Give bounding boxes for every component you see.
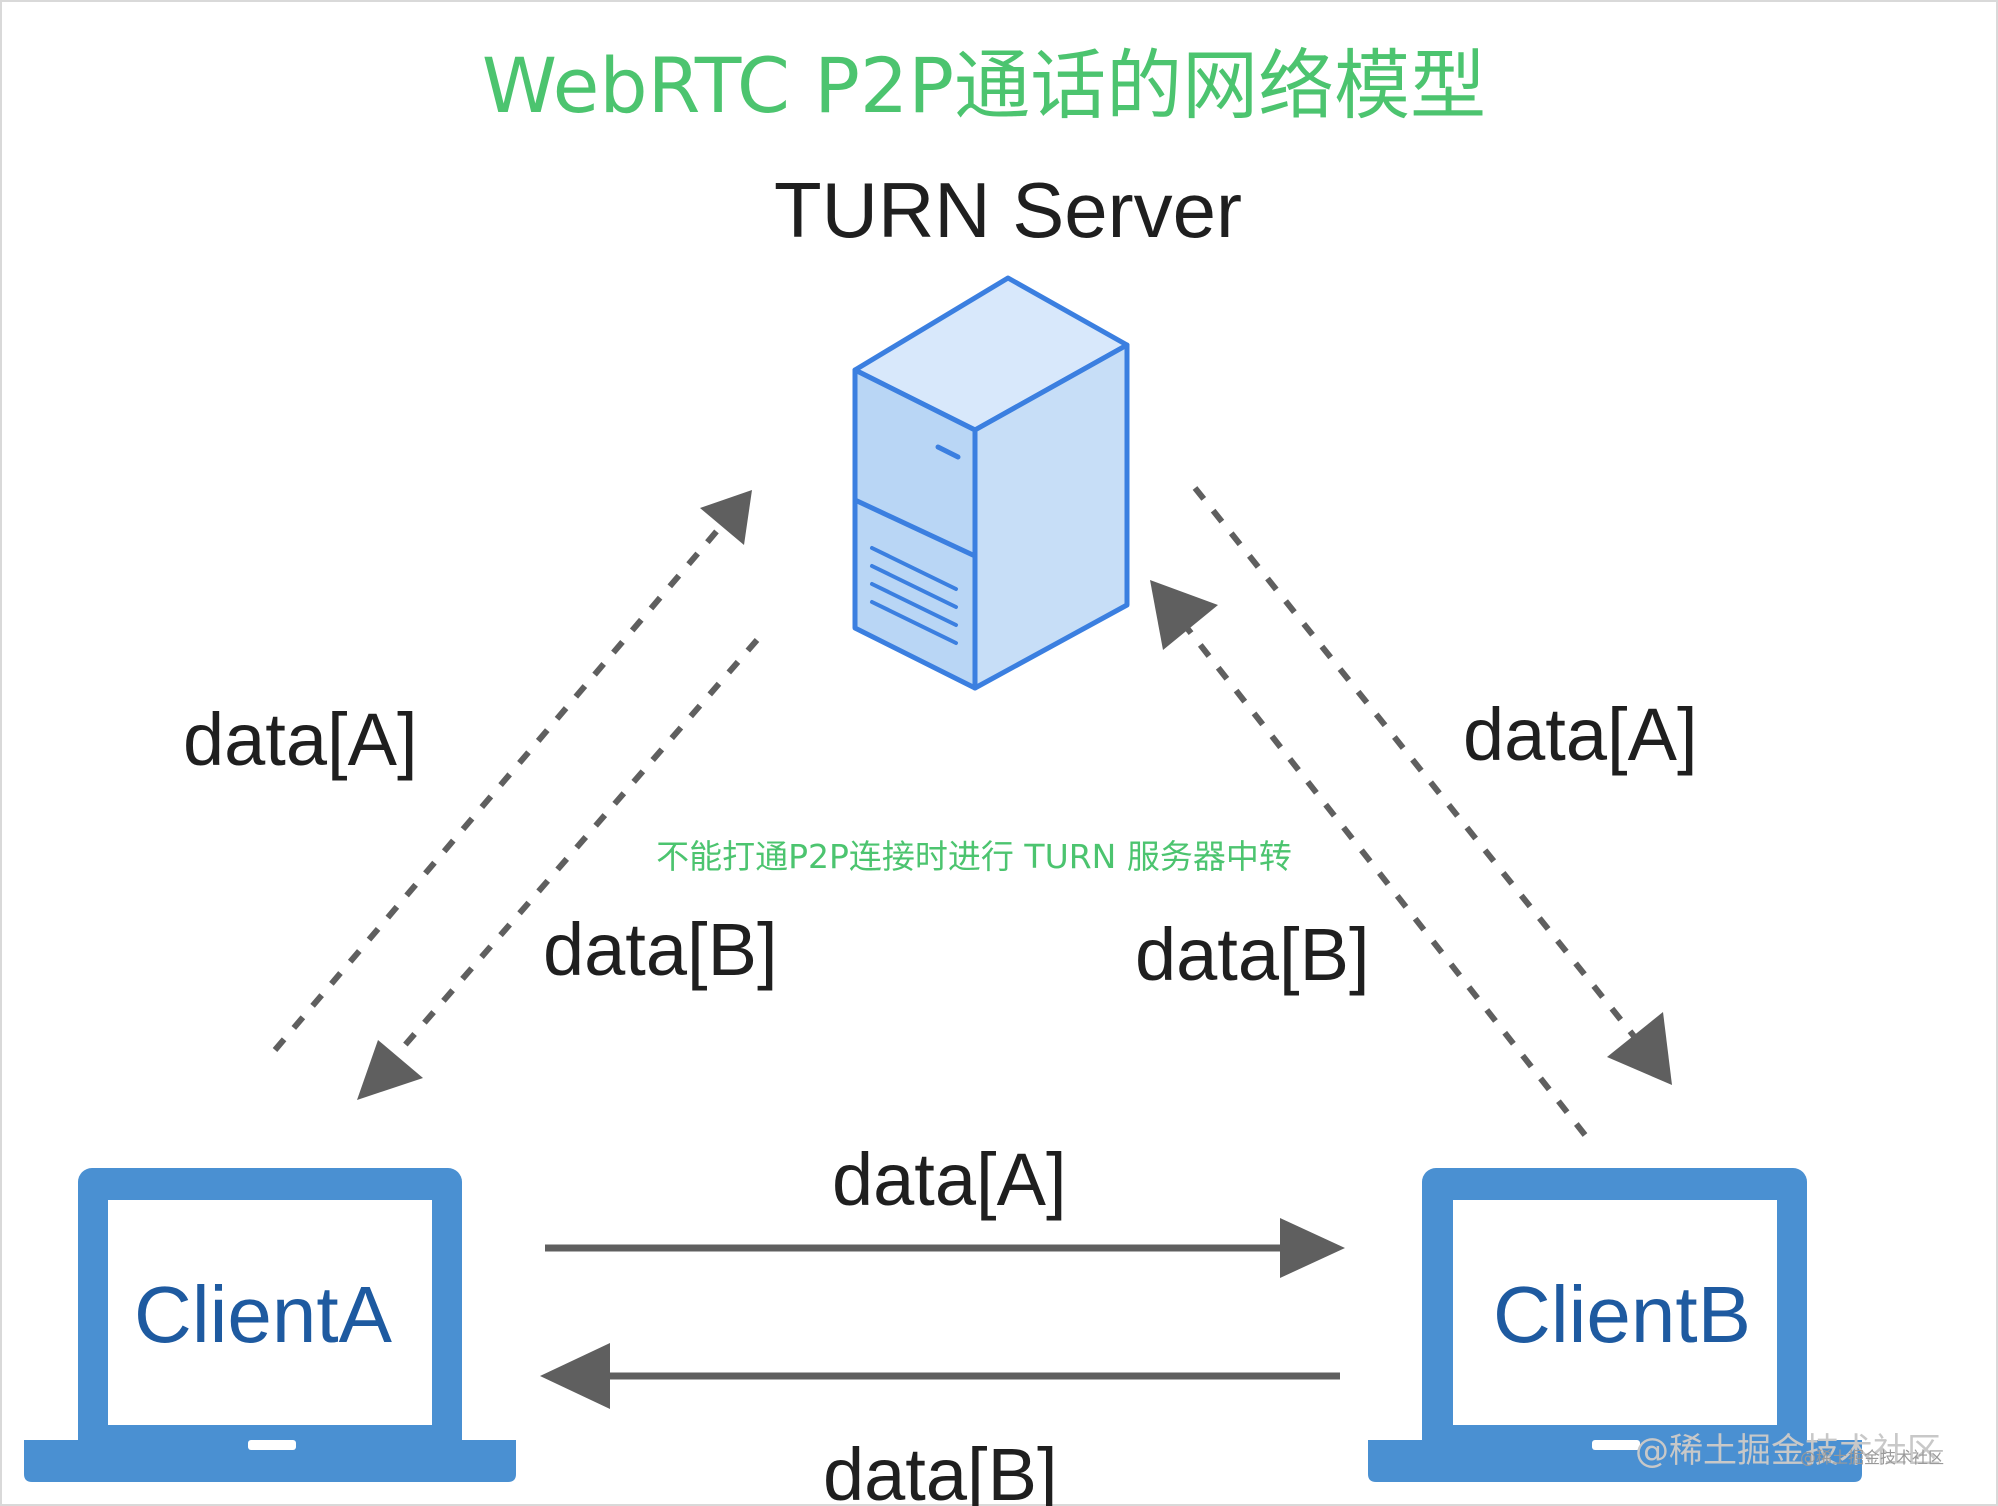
- arrow-client-b-to-server: [1150, 580, 1588, 1137]
- label-server-to-a: data[B]: [543, 908, 778, 991]
- diagram-title: WebRTC P2P通话的网络模型: [482, 41, 1486, 130]
- watermark-main: @稀土掘金技术社区: [1635, 1431, 1941, 1471]
- label-a-to-server: data[A]: [183, 698, 418, 781]
- arrow-client-a-to-server: [272, 490, 752, 1052]
- label-b-to-a: data[B]: [823, 1433, 1058, 1506]
- arrow-client-b-to-client-a: [540, 1343, 1340, 1409]
- server-tower-icon: [852, 275, 1130, 691]
- client-a-laptop-icon: [24, 1168, 516, 1482]
- turn-server-label: TURN Server: [774, 166, 1242, 254]
- watermark-small: @稀土掘金技术社区: [1800, 1448, 1944, 1467]
- relay-note: 不能打通P2P连接时进行 TURN 服务器中转: [656, 837, 1292, 876]
- client-a-label: ClientA: [134, 1270, 393, 1359]
- arrow-server-to-client-b: [1192, 486, 1672, 1085]
- client-b-laptop-icon: [1368, 1168, 1862, 1482]
- arrow-client-a-to-client-b: [545, 1218, 1345, 1278]
- label-a-to-b: data[A]: [832, 1138, 1067, 1221]
- client-b-label: ClientB: [1493, 1270, 1751, 1359]
- arrow-server-to-client-a: [357, 638, 760, 1100]
- label-b-to-server: data[B]: [1135, 913, 1370, 996]
- label-server-to-b: data[A]: [1463, 693, 1698, 776]
